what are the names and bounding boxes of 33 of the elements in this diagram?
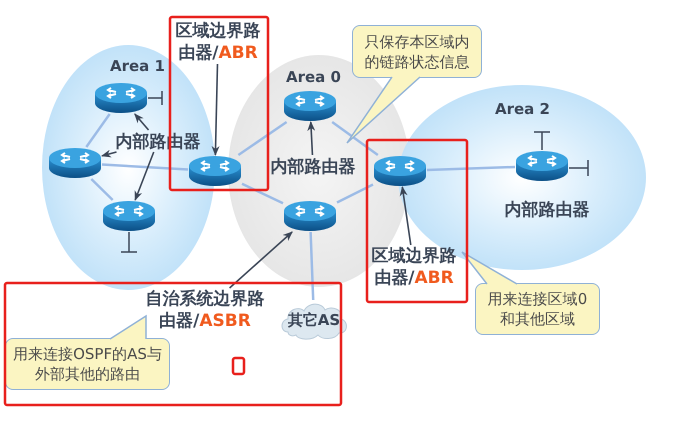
router-label: 内部路由器 bbox=[263, 155, 363, 177]
callout-box: 只保存本区域内的链路状态信息 bbox=[352, 25, 482, 78]
router-label: 自治系统边界路由器/ASBR bbox=[138, 288, 272, 332]
network-link bbox=[426, 166, 516, 172]
router-icon bbox=[94, 82, 148, 114]
area-label: Area 2 bbox=[495, 100, 550, 118]
router-label: 区域边界路由器/ABR bbox=[366, 245, 462, 289]
arrow bbox=[101, 150, 117, 158]
router-icon bbox=[283, 200, 337, 232]
arrow bbox=[229, 231, 293, 289]
network-link bbox=[241, 182, 284, 204]
router-icon bbox=[48, 147, 102, 179]
network-link bbox=[102, 163, 188, 171]
network-link bbox=[85, 113, 111, 148]
network-link bbox=[309, 232, 314, 300]
arrow bbox=[134, 113, 150, 131]
network-link bbox=[90, 178, 114, 201]
arrow bbox=[134, 152, 154, 201]
router-icon bbox=[373, 155, 427, 187]
router-icon bbox=[188, 155, 242, 187]
arrow bbox=[307, 121, 316, 156]
router-icon bbox=[515, 150, 569, 182]
router-icon bbox=[102, 200, 156, 232]
arrow bbox=[212, 64, 220, 156]
network-link bbox=[238, 120, 288, 156]
area-label: Area 0 bbox=[286, 68, 341, 86]
router-label: 区域边界路由器/ABR bbox=[172, 20, 264, 64]
router-label: 内部路由器 bbox=[504, 199, 590, 220]
network-link bbox=[331, 120, 379, 156]
arrow bbox=[400, 186, 412, 246]
area-label: Area 1 bbox=[110, 57, 165, 75]
network-link bbox=[336, 183, 374, 204]
router-icon bbox=[283, 90, 337, 122]
